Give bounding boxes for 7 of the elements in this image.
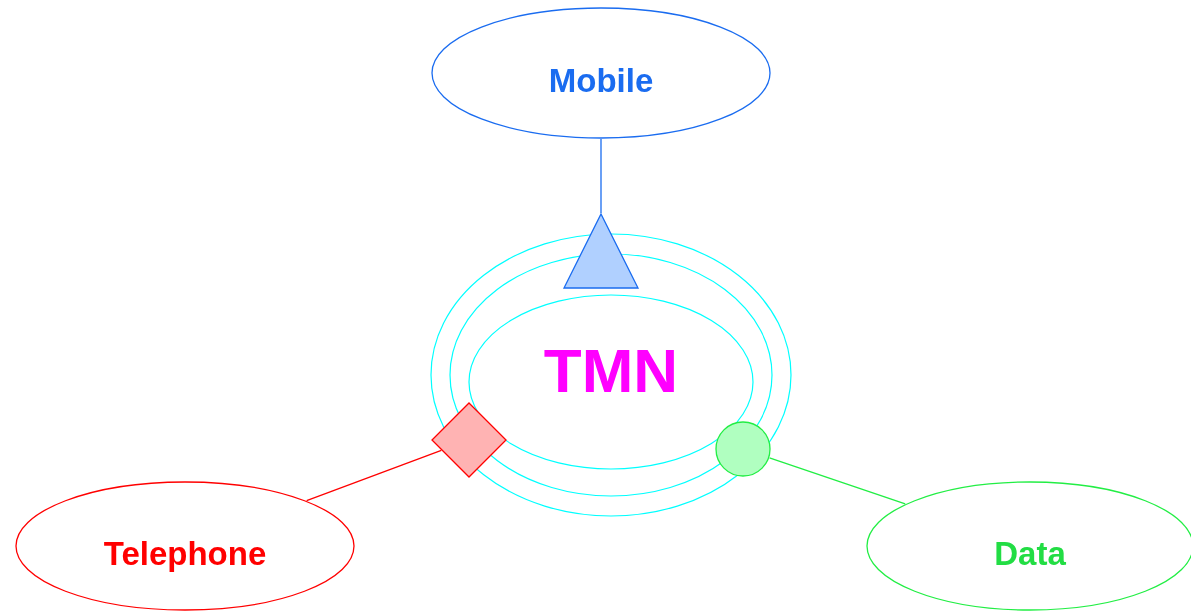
connector-line <box>600 138 602 214</box>
node-label: TMN <box>543 334 679 406</box>
node-label: Data <box>994 535 1066 573</box>
connector-line <box>306 449 442 502</box>
connector-line <box>768 457 906 505</box>
node-label: Telephone <box>103 535 267 573</box>
node-label: Mobile <box>548 62 654 100</box>
